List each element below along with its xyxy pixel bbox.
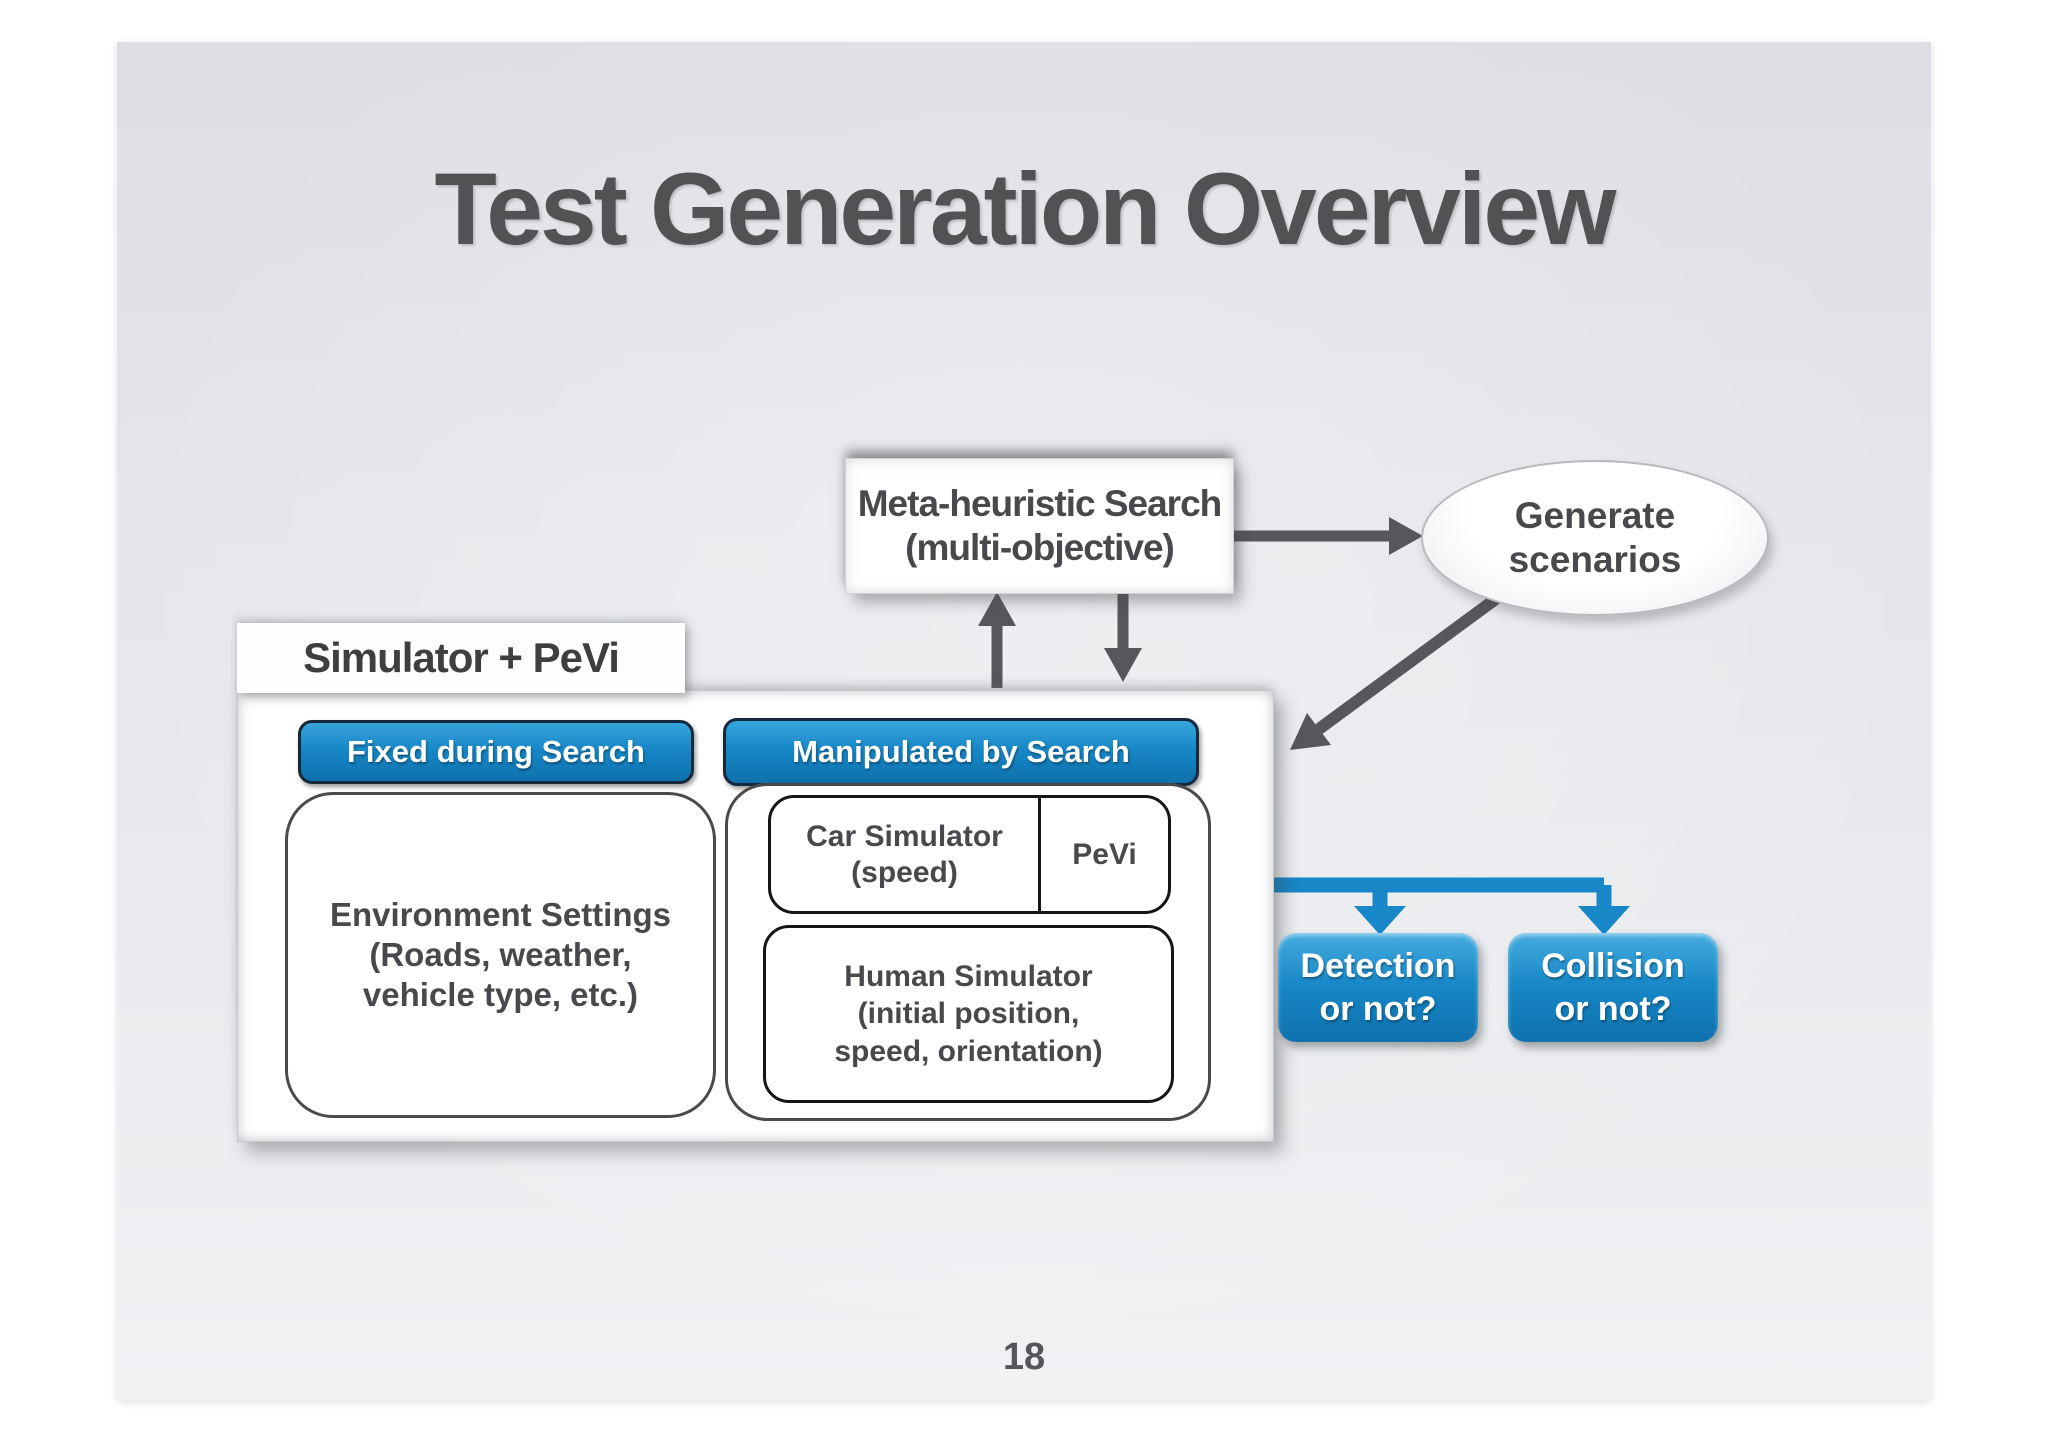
human-simulator-box: Human Simulator (initial position, speed…	[763, 925, 1174, 1103]
arrow-scenarios-to-simulator	[1290, 593, 1501, 750]
environment-settings-label: Environment Settings (Roads, weather, ve…	[329, 895, 672, 1014]
car-simulator-pevi-box: Car Simulator (speed) PeVi	[768, 795, 1171, 914]
pevi-cell: PeVi	[1041, 798, 1168, 911]
page-number-text: 18	[1002, 1335, 1046, 1378]
arrow-meta-to-simulator	[1104, 594, 1142, 682]
detection-or-not-label: Detection or not?	[1300, 947, 1456, 1028]
presentation-slide: Fixed during Search Environment Settings…	[117, 42, 1931, 1400]
detection-or-not-box: Detection or not?	[1278, 933, 1478, 1042]
page-title-text: Test Generation Overview	[434, 151, 1617, 266]
arrow-simulator-to-meta	[978, 592, 1016, 688]
generate-scenarios-label: Generate scenarios	[1508, 494, 1682, 580]
manipulated-by-search-label: Manipulated by Search	[792, 734, 1130, 769]
fixed-during-search-label: Fixed during Search	[346, 734, 645, 769]
pevi-label: PeVi	[1072, 837, 1137, 871]
simulator-pevi-tab: Simulator + PeVi	[237, 623, 685, 693]
manipulated-by-search-header: Manipulated by Search	[723, 718, 1199, 786]
page-title: Test Generation Overview	[117, 134, 1931, 284]
fixed-during-search-header: Fixed during Search	[298, 720, 694, 784]
car-simulator-label: Car Simulator (speed)	[806, 819, 1003, 889]
human-simulator-label: Human Simulator (initial position, speed…	[834, 959, 1103, 1068]
simulator-pevi-label: Simulator + PeVi	[303, 634, 620, 681]
page-number: 18	[117, 1332, 1931, 1382]
meta-heuristic-search-label: Meta-heuristic Search (multi-objective)	[857, 482, 1223, 568]
collision-or-not-label: Collision or not?	[1541, 947, 1685, 1028]
arrow-meta-to-scenarios	[1233, 517, 1423, 555]
environment-settings-box: Environment Settings (Roads, weather, ve…	[285, 792, 716, 1118]
collision-or-not-box: Collision or not?	[1508, 933, 1718, 1042]
connector-simulator-to-outcomes	[1272, 877, 1630, 935]
car-simulator-cell: Car Simulator (speed)	[771, 798, 1041, 911]
generate-scenarios-ellipse: Generate scenarios	[1421, 460, 1769, 616]
meta-heuristic-search-box: Meta-heuristic Search (multi-objective)	[845, 458, 1234, 594]
